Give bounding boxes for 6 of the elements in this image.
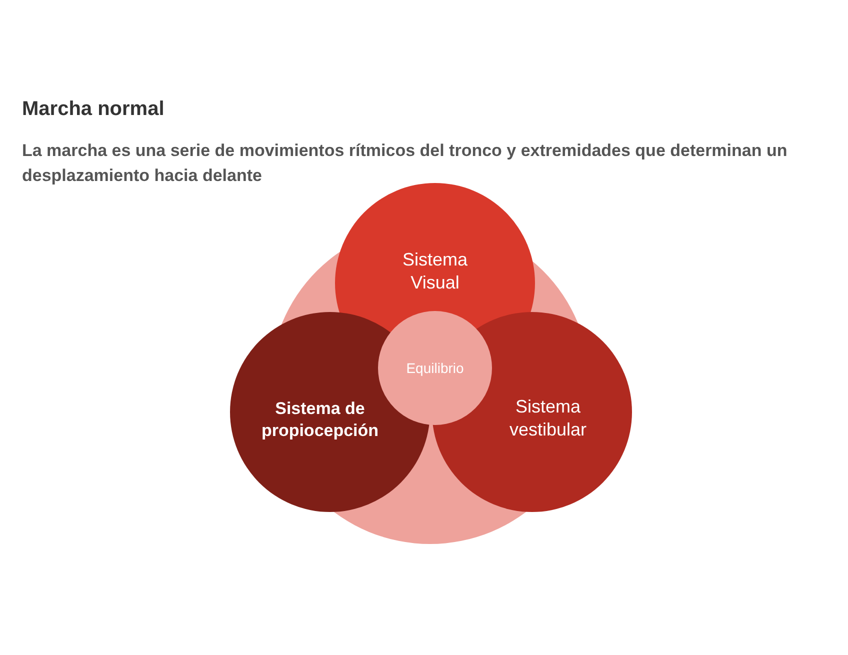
subtitle: La marcha es una serie de movimientos rítmicos del tronco y extremidades que determinan un desplazamiento hacia delante — [22, 140, 788, 187]
circle-label: Equilibrio — [390, 358, 480, 378]
circle-label: Sistema vestibular — [493, 396, 603, 442]
diagram-title: Marcha normal — [22, 98, 164, 121]
circle-label: Sistema de propiocepción — [245, 398, 395, 442]
circle-label: Sistema Visual — [390, 248, 480, 296]
